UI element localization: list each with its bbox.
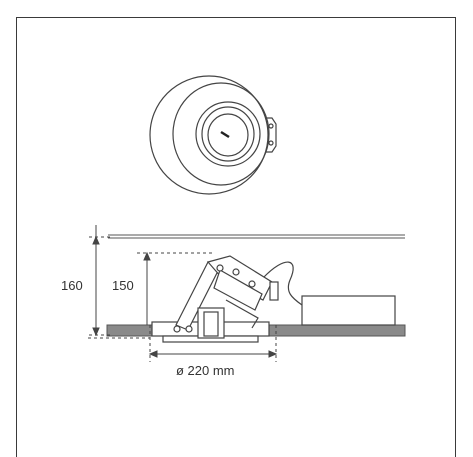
height-150-dimension — [137, 251, 215, 325]
lamp-housing-outer — [195, 101, 261, 167]
diameter-dimension — [88, 325, 278, 362]
side-view: 160 150 ø 220 mm — [61, 225, 406, 378]
diameter-label: ø 220 mm — [176, 363, 235, 378]
ceiling-panel-left — [106, 324, 153, 337]
top-view — [149, 75, 277, 195]
mounting-bracket — [266, 117, 277, 153]
height-160-dimension — [89, 225, 110, 337]
bracket-screw-top — [268, 123, 274, 129]
driver-cable — [262, 261, 303, 306]
ceiling-panel-right — [267, 324, 406, 337]
lamp-housing-mid — [201, 106, 255, 162]
lamp-housing-inner — [207, 113, 249, 157]
height-150-label: 150 — [112, 278, 134, 293]
drawing-frame — [16, 17, 456, 457]
outer-trim-ring — [149, 75, 269, 195]
inner-reflector-ring — [172, 82, 270, 186]
height-160-label: 160 — [61, 278, 83, 293]
fixture-body — [151, 255, 279, 343]
driver-box — [301, 295, 396, 326]
lamp-marker — [220, 130, 230, 139]
bracket-screw-bottom — [268, 140, 274, 146]
